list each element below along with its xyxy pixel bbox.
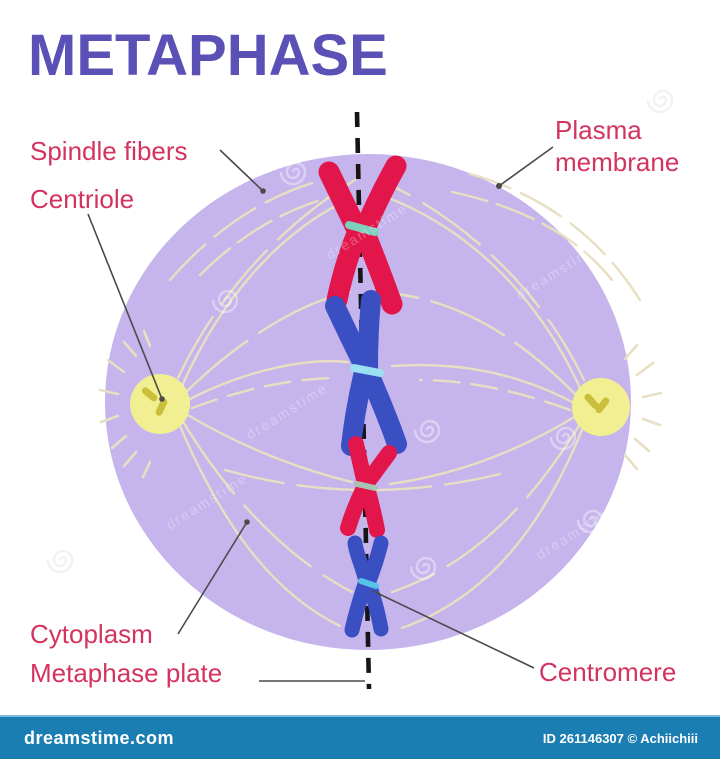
chromosome-red-lower — [340, 436, 397, 538]
centriole-right — [572, 378, 630, 436]
pointer-lines — [87, 146, 554, 682]
plasma-membrane-pointer — [498, 146, 554, 187]
chromosome-red-top — [318, 155, 407, 315]
spindle-fibers-right — [378, 172, 642, 630]
centriole-left — [130, 374, 190, 434]
centriole-pointer — [87, 213, 163, 400]
chromosome-blue-bottom — [344, 535, 389, 638]
spindle-fibers-pointer — [219, 149, 264, 192]
centromere-pointer — [372, 590, 535, 669]
label-metaphase-plate: Metaphase plate — [30, 658, 223, 688]
label-centromere: Centromere — [539, 657, 677, 687]
centromere-band — [358, 578, 379, 589]
cell-diagram: dreamstime dreamstime dreamstime dreamst… — [46, 89, 674, 690]
aster-rays-right — [623, 343, 663, 471]
cytoplasm-pointer — [177, 521, 248, 635]
stock-site-logo: dreamstime.com — [24, 727, 175, 748]
cytoplasm-pointer-dot — [244, 519, 250, 525]
page-title: METAPHASE — [28, 23, 388, 88]
aster-rays-left — [98, 329, 152, 479]
label-centriole: Centriole — [30, 184, 135, 214]
spindle-fibers-pointer-dot — [260, 188, 266, 194]
spindle-fibers-left — [168, 176, 502, 628]
watermark-spirals — [46, 89, 674, 581]
centromere-band — [350, 364, 384, 377]
plasma-membrane-pointer-dot — [496, 183, 502, 189]
stock-credit-text: ID 261146307 © Achiichiii — [542, 730, 698, 746]
label-spindle-fibers: Spindle fibers — [30, 136, 188, 166]
label-cytoplasm: Cytoplasm — [30, 619, 153, 649]
centriole-pointer-dot — [159, 396, 165, 402]
stock-footer-bar: dreamstime.com ID 261146307 © Achiichiii — [0, 715, 720, 759]
centromere-band — [354, 481, 378, 491]
label-plasma-membrane: Plasma membrane — [555, 115, 680, 177]
centromere-band — [345, 221, 379, 236]
